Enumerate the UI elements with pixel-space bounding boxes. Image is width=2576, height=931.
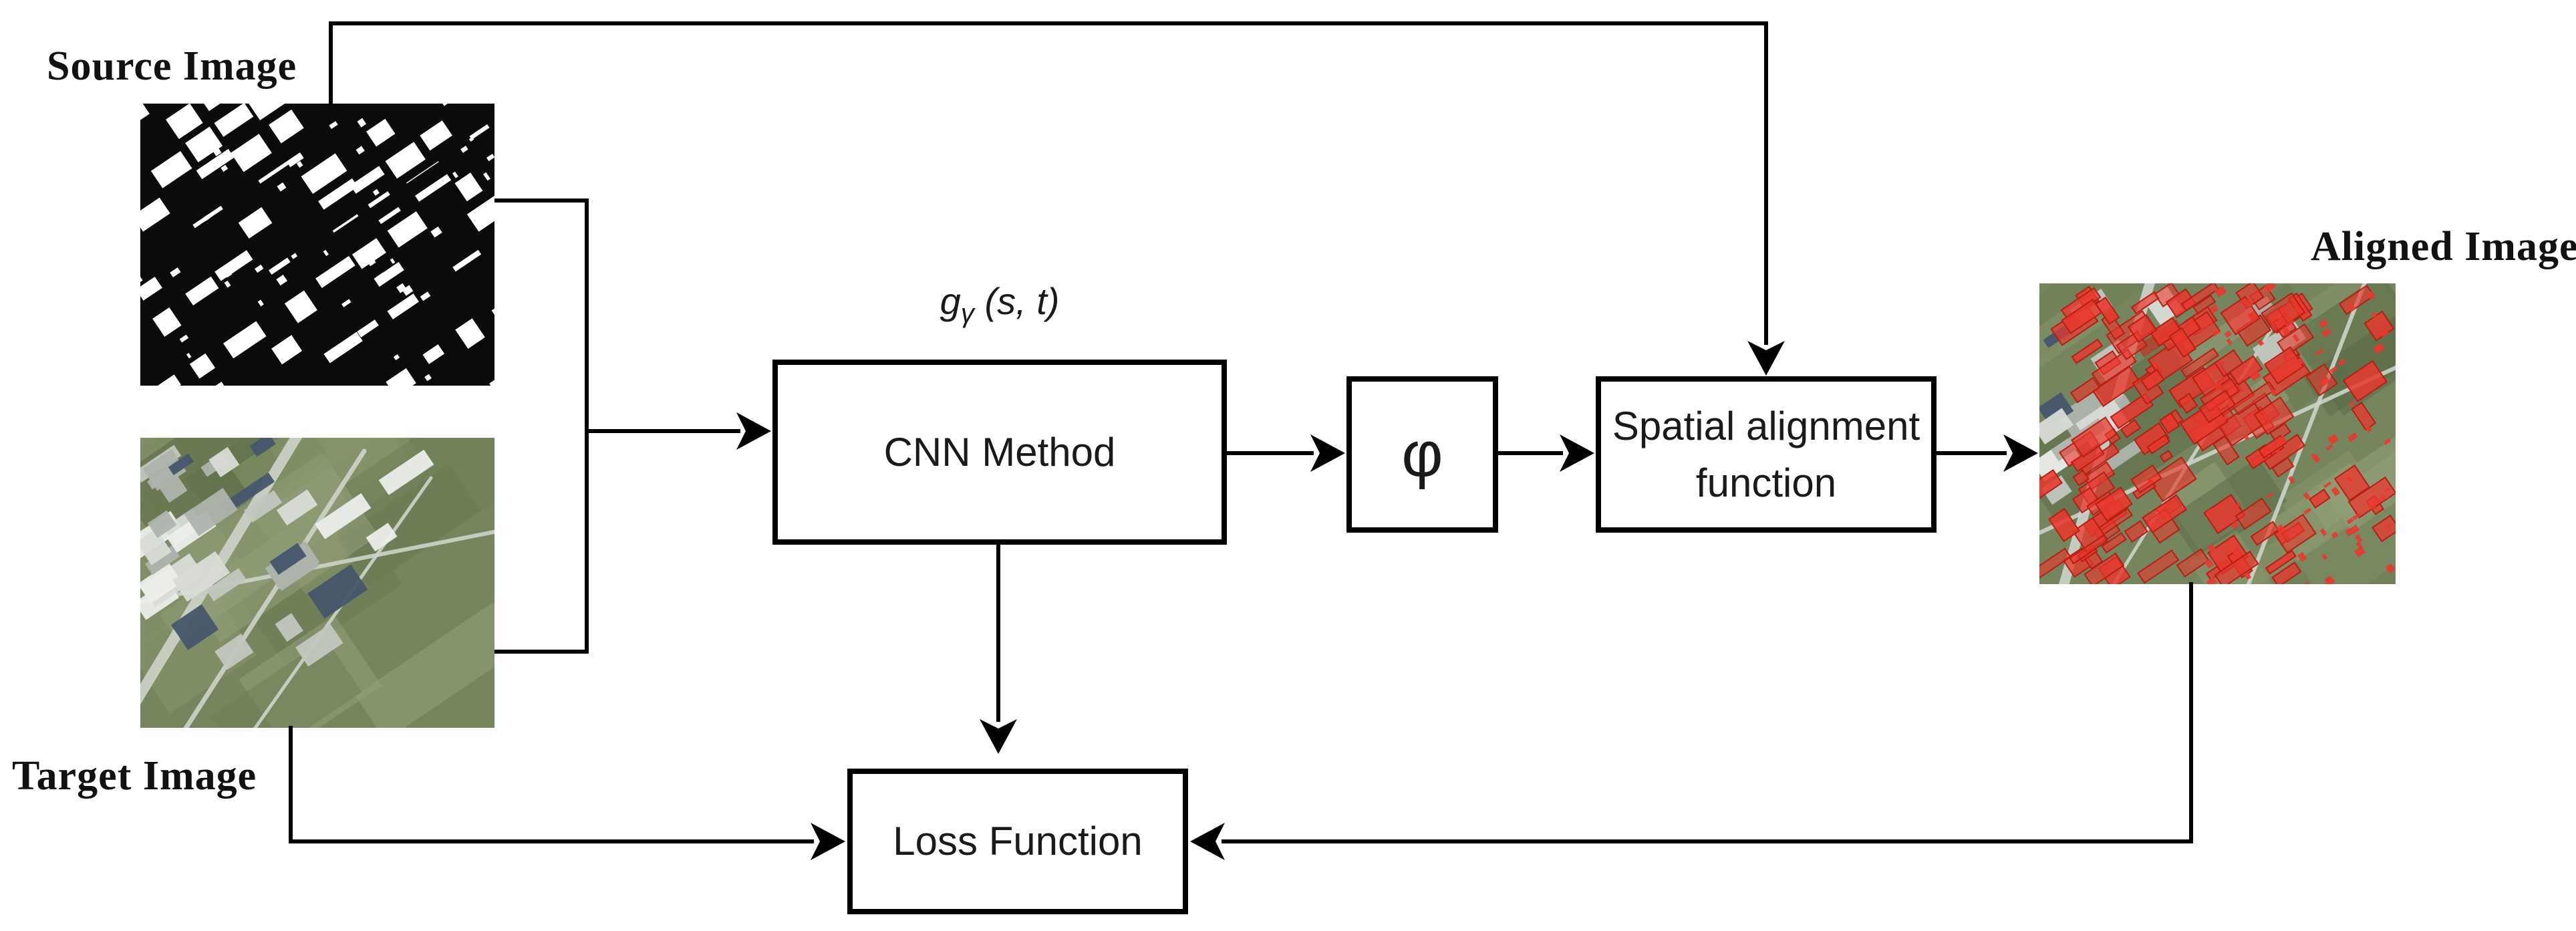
cnn-method-box: CNN Method xyxy=(772,360,1227,545)
spatial-alignment-function-label: Spatial alignment function xyxy=(1612,403,1920,505)
formula-function-symbol: g xyxy=(940,280,961,322)
phi-symbol: φ xyxy=(1401,418,1443,490)
cnn-formula-label: gγ (s, t) xyxy=(772,279,1227,329)
source-image-caption: Source Image xyxy=(47,43,297,89)
connector-aligned-to-loss xyxy=(1222,582,2193,843)
arrowhead-into-loss-top xyxy=(980,719,1017,754)
connector-target-to-loss xyxy=(289,726,814,843)
source-image-thumbnail xyxy=(140,104,494,386)
spatial-alignment-function-box: Spatial alignment function xyxy=(1596,376,1937,533)
aligned-image-caption: Aligned Image xyxy=(2311,224,2576,269)
loss-function-label: Loss Function xyxy=(893,819,1143,864)
arrowhead-into-aligned xyxy=(2003,434,2038,472)
arrowhead-into-loss-right xyxy=(1190,823,1225,860)
arrowhead-into-loss-left xyxy=(811,823,845,860)
arrowhead-into-phi xyxy=(1310,434,1345,472)
formula-arguments: (s, t) xyxy=(984,280,1060,322)
phi-parameters-box: φ xyxy=(1346,376,1498,533)
loss-function-box: Loss Function xyxy=(847,769,1188,914)
arrowhead-into-cnn xyxy=(736,412,771,450)
aligned-image-thumbnail xyxy=(2039,283,2396,584)
target-image-caption: Target Image xyxy=(12,753,257,799)
cnn-method-label: CNN Method xyxy=(883,429,1116,475)
formula-subscript: γ xyxy=(960,297,974,329)
arrowhead-into-spatial xyxy=(1560,434,1594,472)
arrowhead-into-spatial-top xyxy=(1747,341,1785,376)
target-image-thumbnail xyxy=(140,438,494,728)
connector-inputs-to-cnn xyxy=(494,198,740,654)
